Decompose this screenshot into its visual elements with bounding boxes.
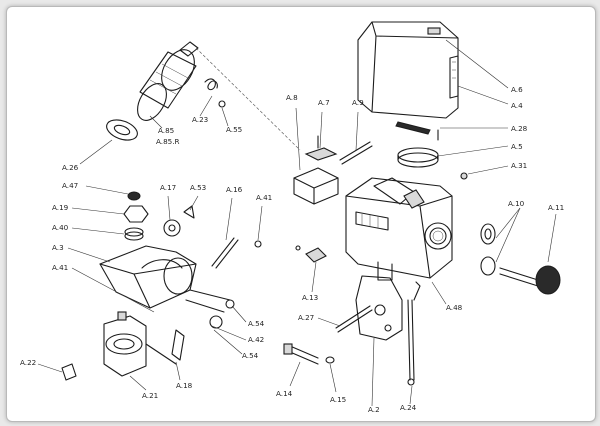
label-a13: A.13 bbox=[302, 293, 318, 302]
base-bracket bbox=[61, 311, 185, 381]
label-a24: A.24 bbox=[400, 403, 417, 412]
label-a54-upper: A.54 bbox=[248, 319, 265, 328]
label-a26: A.26 bbox=[62, 163, 79, 172]
label-a42: A.42 bbox=[248, 335, 264, 344]
label-a19: A.19 bbox=[52, 203, 69, 212]
label-a6: A.6 bbox=[511, 85, 523, 94]
cover-housing bbox=[357, 21, 459, 119]
guide-rod bbox=[211, 197, 239, 269]
label-a55: A.55 bbox=[226, 125, 242, 134]
label-a28: A.28 bbox=[511, 124, 528, 133]
label-a4: A.4 bbox=[511, 101, 523, 110]
label-a31: A.31 bbox=[511, 161, 527, 170]
label-a48: A.48 bbox=[446, 303, 463, 312]
label-a47: A.47 bbox=[62, 181, 78, 190]
label-a85r: A.85.R bbox=[156, 137, 180, 146]
label-a54-lower: A.54 bbox=[242, 351, 259, 360]
label-a9: A.9 bbox=[352, 98, 364, 107]
main-body-block bbox=[345, 177, 453, 281]
label-a3: A.3 bbox=[52, 243, 64, 252]
label-a40: A.40 bbox=[52, 223, 69, 232]
label-a41-top: A.41 bbox=[256, 193, 272, 202]
label-a15: A.15 bbox=[330, 395, 346, 404]
small-bracket bbox=[163, 205, 195, 237]
label-a7: A.7 bbox=[318, 98, 330, 107]
label-a5: A.5 bbox=[511, 142, 523, 151]
label-a85: A.85 bbox=[158, 126, 174, 135]
clamp-arm bbox=[99, 245, 235, 329]
label-a18: A.18 bbox=[176, 381, 193, 390]
top-disc-parts bbox=[395, 121, 468, 180]
motor-assembly bbox=[137, 41, 226, 121]
label-a16: A.16 bbox=[226, 185, 243, 194]
label-a22: A.22 bbox=[20, 358, 36, 367]
label-a53: A.53 bbox=[190, 183, 206, 192]
handle-knob-assembly bbox=[480, 223, 561, 295]
label-a10: A.10 bbox=[508, 199, 525, 208]
label-a2: A.2 bbox=[368, 405, 380, 414]
left-knob-stack bbox=[123, 191, 149, 241]
label-a11: A.11 bbox=[548, 203, 564, 212]
label-a41: A.41 bbox=[52, 263, 68, 272]
slide-block bbox=[293, 135, 373, 205]
part-labels: A.6 A.4 A.28 A.5 A.31 A.8 A.7 A.9 A.85 A… bbox=[20, 85, 564, 414]
label-a8: A.8 bbox=[286, 93, 298, 102]
pin-and-bolt bbox=[283, 305, 373, 365]
label-a27: A.27 bbox=[298, 313, 314, 322]
label-a14: A.14 bbox=[276, 389, 293, 398]
label-a17: A.17 bbox=[160, 183, 176, 192]
small-clamp bbox=[295, 245, 327, 263]
flange-ring bbox=[106, 119, 138, 141]
lower-support-frame bbox=[355, 275, 421, 407]
label-a23: A.23 bbox=[192, 115, 208, 124]
label-a21: A.21 bbox=[142, 391, 158, 400]
